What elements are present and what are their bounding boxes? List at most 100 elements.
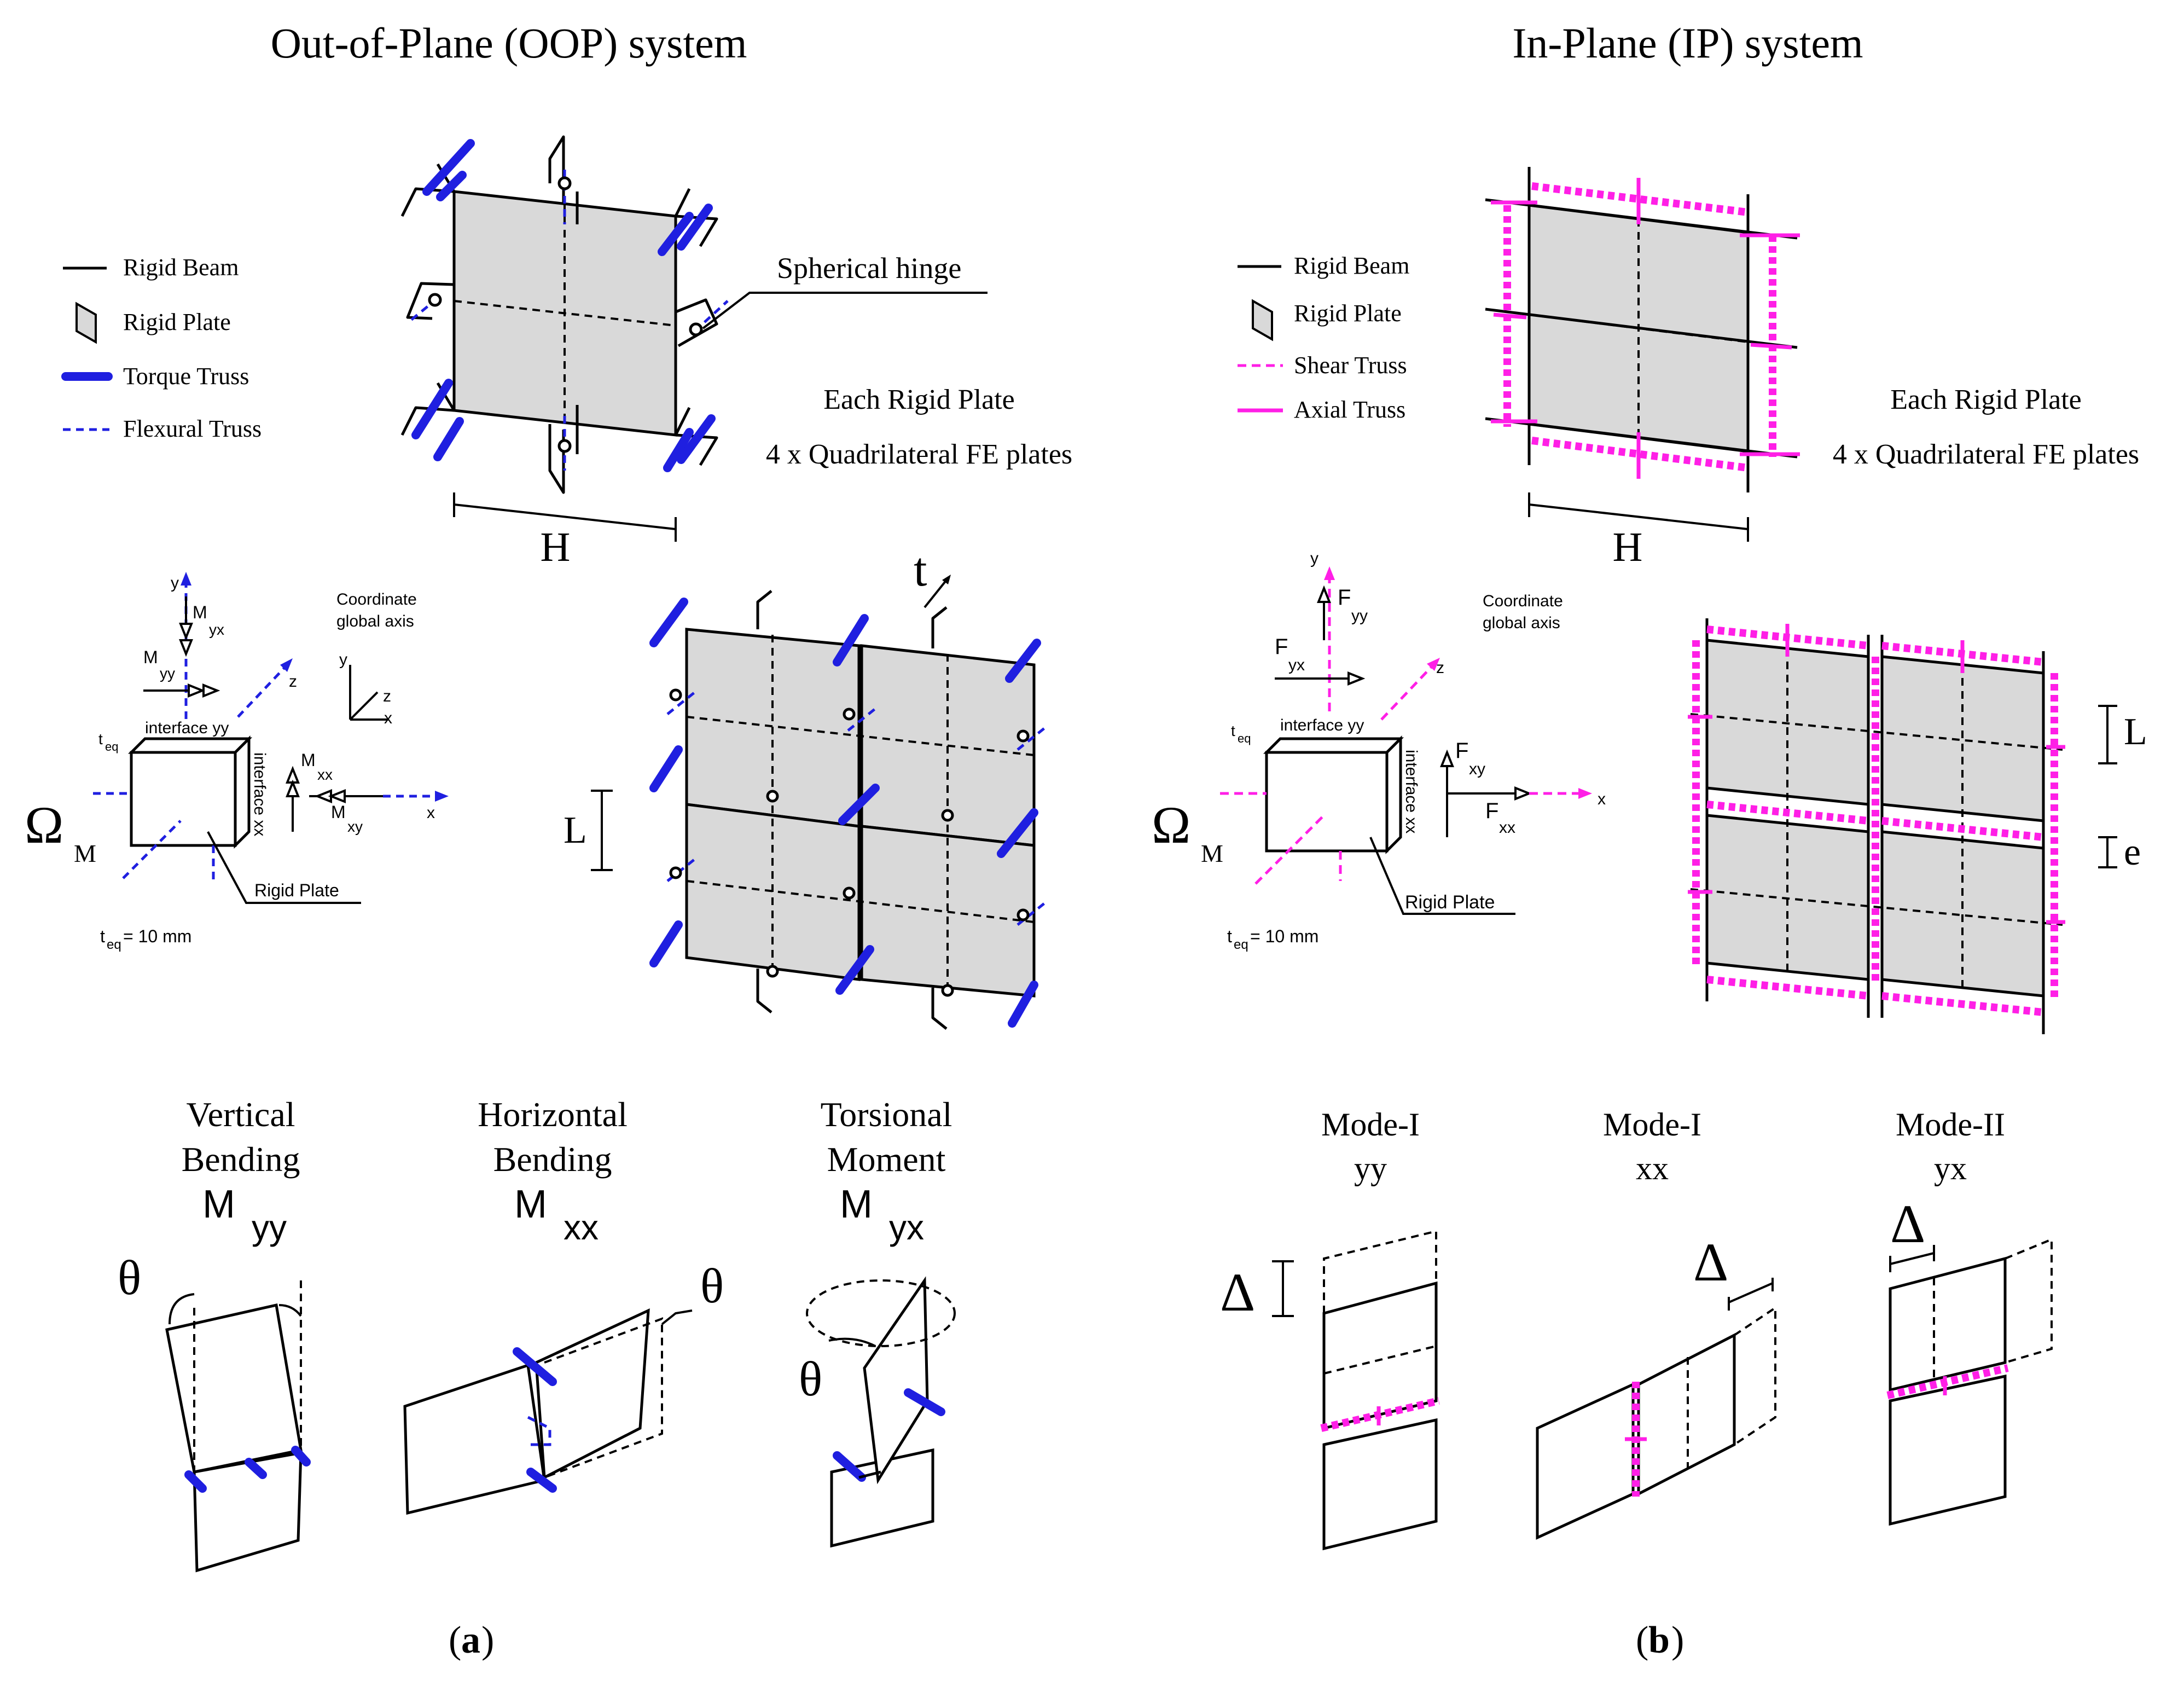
oop-plate-centerline-h bbox=[454, 300, 676, 327]
ip-teq: t bbox=[1231, 722, 1235, 739]
oop-single-plate bbox=[400, 135, 729, 494]
ip-assembly: L e bbox=[1688, 618, 2147, 1034]
oop-caption: ( a ) bbox=[449, 1619, 494, 1661]
ip-dim-e: e bbox=[2098, 831, 2141, 873]
oop-mode-1-line1: Vertical bbox=[187, 1095, 295, 1134]
ip-interface-xx: interface xx bbox=[1402, 750, 1420, 833]
oop-m-xx-sub: xx bbox=[317, 766, 333, 783]
oop-assembly-beams bbox=[756, 590, 948, 1030]
ip-title: In-Plane (IP) system bbox=[1512, 19, 1863, 67]
ip-omega-sub: M bbox=[1201, 839, 1223, 867]
ip-mode-3-line1: Mode-II bbox=[1896, 1106, 2005, 1143]
oop-teq-sub: eq bbox=[105, 740, 118, 753]
oop-torque-truss bbox=[677, 204, 713, 251]
oop-caption-close: ) bbox=[481, 1619, 494, 1661]
oop-interface-xx: interface xx bbox=[251, 752, 269, 836]
oop-teq-value: = 10 mm bbox=[123, 926, 191, 946]
oop-mode-horizontal-drawing: θ bbox=[403, 1259, 724, 1515]
ip-legend-axial-truss-label: Axial Truss bbox=[1294, 396, 1405, 423]
oop-mode-1-line2: Bending bbox=[182, 1140, 300, 1179]
ip-mode-xx-drawing: Δ bbox=[1536, 1232, 1776, 1540]
mode-rotated-plate bbox=[863, 1276, 929, 1485]
ip-mode-3-line2: yx bbox=[1934, 1150, 1967, 1186]
oop-torque-truss bbox=[663, 428, 694, 472]
spherical-hinge-label: Spherical hinge bbox=[777, 252, 961, 285]
oop-m-yx-sub: yx bbox=[209, 621, 224, 638]
ip-delta-2: Δ bbox=[1693, 1232, 1728, 1292]
ip-caption-letter: b bbox=[1648, 1619, 1670, 1661]
ip-legend: Rigid Beam Rigid Plate Shear Truss Axial… bbox=[1238, 252, 1409, 423]
ip-rigid-plate-label: Rigid Plate bbox=[1405, 892, 1495, 913]
ip-local-x: x bbox=[1598, 790, 1606, 808]
oop-torque-truss bbox=[677, 414, 716, 464]
oop-mode-1-sub: yy bbox=[252, 1208, 287, 1247]
ip-teq-sub: eq bbox=[1238, 732, 1251, 745]
oop-dim-L-label: L bbox=[564, 809, 587, 851]
oop-dim-t: t bbox=[914, 543, 927, 596]
oop-mode-labels: Vertical Bending M yy Horizontal Bending… bbox=[182, 1095, 952, 1247]
ip-f-yx-sub: yx bbox=[1288, 656, 1305, 674]
oop-coordinate-system: y M yx M yy z Coordinate global axis y z… bbox=[143, 572, 449, 835]
oop-m-yy: M bbox=[143, 647, 158, 667]
ip-dim-H-label: H bbox=[1613, 524, 1643, 570]
oop-each-plate-line2: 4 x Quadrilateral FE plates bbox=[766, 439, 1072, 470]
oop-teq-value-t: t bbox=[100, 926, 105, 946]
oop-m-yy-sub: yy bbox=[160, 665, 175, 682]
ip-dim-L-label: L bbox=[2124, 711, 2147, 753]
oop-block-side bbox=[234, 735, 251, 849]
oop-rigid-plate-block: t eq interface yy interface xx Ω M Rigid… bbox=[25, 719, 361, 952]
oop-dim-L: L bbox=[564, 790, 613, 871]
oop-rigid-plate-label: Rigid Plate bbox=[254, 880, 339, 900]
ip-f-yy: F bbox=[1338, 586, 1351, 610]
ip-mode-yy-drawing: Δ bbox=[1220, 1230, 1440, 1551]
ip-coord-line1: Coordinate bbox=[1483, 592, 1563, 610]
oop-theta-1: θ bbox=[118, 1251, 141, 1305]
mode-rotated-plate bbox=[535, 1308, 650, 1480]
panel-ip: In-Plane (IP) system Rigid Beam Rigid Pl… bbox=[1152, 19, 2147, 1661]
ip-caption-open: ( bbox=[1636, 1619, 1648, 1661]
ip-coord-line2: global axis bbox=[1483, 614, 1560, 632]
ip-f-yy-sub: yy bbox=[1351, 607, 1368, 625]
ip-f-xy-sub: xy bbox=[1469, 760, 1485, 778]
mode-base-plate bbox=[403, 1363, 546, 1515]
ip-caption: ( b ) bbox=[1636, 1619, 1684, 1661]
ip-legend-rigid-plate-label: Rigid Plate bbox=[1294, 300, 1402, 327]
oop-mode-3-line2: Moment bbox=[827, 1140, 946, 1179]
oop-global-x: x bbox=[384, 709, 392, 727]
oop-mode-torsional-drawing: θ bbox=[799, 1276, 956, 1548]
mode-base-plate bbox=[193, 1451, 303, 1573]
ip-local-z: z bbox=[1436, 659, 1444, 677]
oop-omega-sub: M bbox=[74, 839, 96, 867]
ip-coordinate-system: y F yy F yx z Coordinate global axis F x… bbox=[1275, 549, 1606, 837]
oop-torque-truss bbox=[411, 379, 453, 439]
torsion-ellipse bbox=[806, 1279, 956, 1347]
ip-mode-labels: Mode-I yy Mode-I xx Mode-II yx bbox=[1321, 1106, 2005, 1186]
legend-rigid-plate-symbol bbox=[75, 302, 97, 344]
ip-mode-1-line2: yy bbox=[1354, 1150, 1387, 1186]
oop-dim-H: H bbox=[453, 492, 677, 570]
oop-rigid-plate-leader bbox=[207, 831, 361, 904]
oop-mode-3-sub: yx bbox=[889, 1208, 924, 1247]
ip-delta-3: Δ bbox=[1890, 1193, 1925, 1254]
ip-teq-value: = 10 mm bbox=[1250, 926, 1318, 946]
oop-dim-H-label: H bbox=[541, 524, 571, 570]
ip-mode-1-line1: Mode-I bbox=[1321, 1106, 1420, 1143]
ip-f-yx: F bbox=[1275, 635, 1288, 659]
ip-caption-close: ) bbox=[1671, 1619, 1684, 1661]
oop-teq-value-sub: eq bbox=[107, 937, 121, 952]
oop-torque-truss bbox=[658, 212, 694, 256]
oop-assembly: t L bbox=[564, 543, 1046, 1030]
legend-rigid-plate-label: Rigid Plate bbox=[123, 309, 231, 335]
oop-hinge-beam-left bbox=[406, 282, 455, 320]
oop-theta-3: θ bbox=[799, 1352, 822, 1406]
oop-block-top bbox=[127, 737, 253, 754]
oop-local-x: x bbox=[427, 804, 435, 822]
oop-torque-truss bbox=[436, 171, 467, 201]
oop-m-xx: M bbox=[301, 750, 316, 770]
oop-hinge bbox=[557, 439, 572, 453]
ip-teq-value-t: t bbox=[1227, 926, 1232, 946]
ip-teq-value-sub: eq bbox=[1234, 937, 1248, 952]
oop-m-xy: M bbox=[331, 802, 346, 822]
oop-hinge bbox=[428, 293, 442, 307]
oop-caption-letter: a bbox=[461, 1619, 480, 1661]
